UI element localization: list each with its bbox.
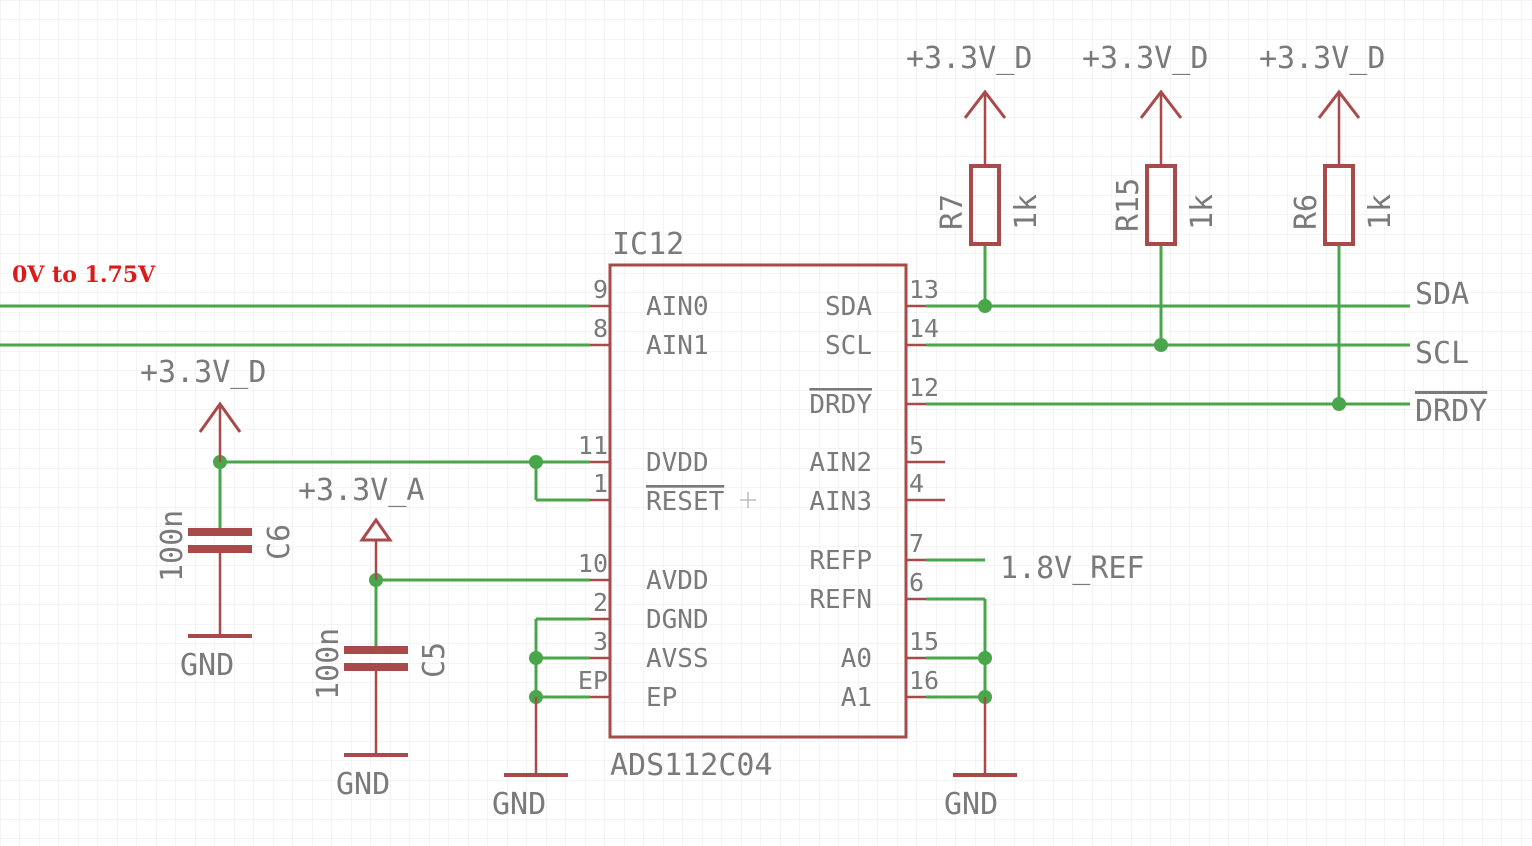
pin-label-drdy: DRDY xyxy=(809,390,872,420)
resistor-r7[interactable]: +3.3V_D R7 1k xyxy=(906,41,1044,246)
pin-label: AIN1 xyxy=(646,331,709,361)
pin-number: 9 xyxy=(593,275,608,304)
supply-label: +3.3V_D xyxy=(1259,41,1385,76)
resistor-r15[interactable]: +3.3V_D R15 1k xyxy=(1082,41,1220,246)
resistor-body xyxy=(969,164,1001,246)
resistor-body xyxy=(1323,164,1355,246)
ic12-symbol[interactable]: IC12 ADS112C04 9 8 11 1 10 2 3 EP AIN0 A… xyxy=(578,227,945,783)
ground-label: GND xyxy=(944,787,998,822)
origin-cross xyxy=(740,492,756,508)
pin-number: 8 xyxy=(593,314,608,343)
resistor-r6[interactable]: +3.3V_D R6 1k xyxy=(1259,41,1398,246)
cap-value: 100n xyxy=(311,628,346,700)
pin-label: DVDD xyxy=(646,448,709,478)
supply-label: +3.3V_D xyxy=(906,41,1032,76)
pin-label: A0 xyxy=(841,644,872,674)
cap-plate xyxy=(188,528,252,536)
pin-number: 13 xyxy=(909,275,939,304)
wires xyxy=(0,245,1410,699)
cap-plate xyxy=(344,646,408,654)
ground-left[interactable]: GND xyxy=(492,697,568,822)
pin-number: 16 xyxy=(909,666,939,695)
pin-label: EP xyxy=(646,683,677,713)
resistor-name: R6 xyxy=(1289,194,1324,230)
pin-label: AIN2 xyxy=(809,448,872,478)
junction-dot xyxy=(529,651,543,665)
resistor-value: 1k xyxy=(1363,194,1398,230)
supply-label: +3.3V_D xyxy=(140,355,266,390)
pin-label: A1 xyxy=(841,683,872,713)
ground-label: GND xyxy=(180,648,234,683)
junction-dot xyxy=(978,651,992,665)
pin-label: AIN0 xyxy=(646,292,709,322)
ground-label: GND xyxy=(336,767,390,802)
pin-number: 15 xyxy=(909,627,939,656)
pin-number: 6 xyxy=(909,568,924,597)
junction-dot xyxy=(1332,397,1346,411)
pin-number: 1 xyxy=(593,469,608,498)
pin-number: 12 xyxy=(909,373,939,402)
junction-dot xyxy=(529,455,543,469)
pin-number: 2 xyxy=(593,588,608,617)
pin-number: 3 xyxy=(593,627,608,656)
pin-number: 5 xyxy=(909,431,924,460)
resistor-body xyxy=(1145,164,1177,246)
supply-label: +3.3V_A xyxy=(298,473,424,508)
pin-number: 4 xyxy=(909,469,924,498)
pin-label: AVDD xyxy=(646,566,709,596)
pin-label: SCL xyxy=(825,331,872,361)
resistor-value: 1k xyxy=(1009,194,1044,230)
pin-number: 10 xyxy=(578,549,608,578)
pin-number: 7 xyxy=(909,529,924,558)
ground-right[interactable]: GND xyxy=(944,697,1017,822)
net-label-drdy: DRDY xyxy=(1415,394,1487,429)
cap-plate xyxy=(188,545,252,553)
capacitor-c6[interactable]: +3.3V_D GND 100n C6 xyxy=(140,355,297,683)
capacitor-c5[interactable]: +3.3V_A GND 100n C5 xyxy=(298,473,452,802)
resistor-name: R15 xyxy=(1111,178,1146,232)
ic-name: IC12 xyxy=(612,227,684,262)
junction-dot xyxy=(978,299,992,313)
pin-label: REFP xyxy=(809,546,872,576)
pin-label: SDA xyxy=(825,292,872,322)
resistor-value: 1k xyxy=(1185,194,1220,230)
ic-value: ADS112C04 xyxy=(610,748,773,783)
pin-number: 11 xyxy=(578,431,608,460)
pin-label-reset: RESET xyxy=(646,487,725,517)
pin-label: AVSS xyxy=(646,644,709,674)
pin-label: DGND xyxy=(646,605,709,635)
resistor-name: R7 xyxy=(935,194,970,230)
pin-label: REFN xyxy=(809,585,872,615)
net-label-scl: SCL xyxy=(1415,336,1469,371)
pin-label: AIN3 xyxy=(809,487,872,517)
cap-name: C5 xyxy=(417,642,452,678)
cap-value: 100n xyxy=(155,510,190,582)
net-label-ref: 1.8V_REF xyxy=(1000,551,1145,586)
net-label-sda: SDA xyxy=(1415,277,1469,312)
input-range-note: 0V to 1.75V xyxy=(12,262,156,288)
cap-name: C6 xyxy=(262,524,297,560)
ground-label: GND xyxy=(492,787,546,822)
pin-number: EP xyxy=(578,666,608,695)
junction-dot xyxy=(1154,338,1168,352)
supply-label: +3.3V_D xyxy=(1082,41,1208,76)
pin-number: 14 xyxy=(909,314,939,343)
cap-plate xyxy=(344,663,408,671)
